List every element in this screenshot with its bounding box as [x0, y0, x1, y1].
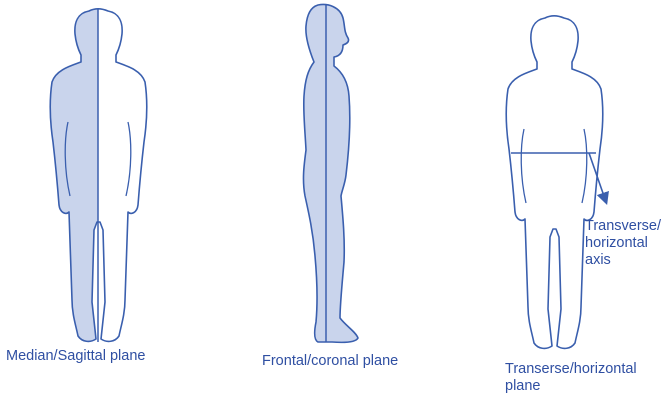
transverse-axis-arrow — [589, 153, 605, 199]
median-sagittal-plane-label: Median/Sagittal plane — [6, 348, 145, 365]
sagittal-plane-figure — [50, 9, 147, 342]
transverse-plane-figure — [506, 16, 603, 349]
frontal-coronal-plane-label: Frontal/coronal plane — [262, 353, 398, 370]
arm-gap-right — [126, 122, 131, 196]
transverse-horizontal-plane-label: Transerse/horizontal plane — [505, 361, 637, 395]
transverse-horizontal-axis-label: Transverse/ horizontal axis — [585, 218, 661, 269]
side-profile-body — [303, 5, 358, 343]
frontal-plane-figure — [303, 4, 358, 342]
